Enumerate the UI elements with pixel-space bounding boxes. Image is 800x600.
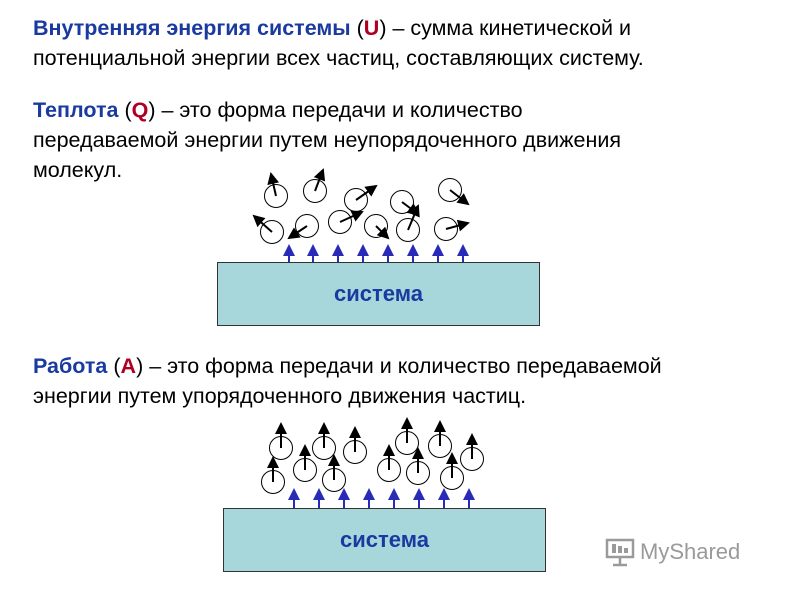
- work-system-label: система: [340, 527, 429, 552]
- heat-line2: передаваемой энергии путем неупорядоченн…: [33, 128, 621, 152]
- velocity-arrow: [445, 219, 470, 232]
- heat-line1: – это форма передачи и количество: [155, 98, 523, 122]
- velocity-arrow: [375, 225, 390, 240]
- work-system-box: система: [223, 508, 546, 572]
- heat-system-label: система: [334, 281, 423, 306]
- internal-energy-definition: Внутренняя энергия системы (U) – сумма к…: [33, 16, 644, 70]
- heat-definition: Теплота (Q) – это форма передачи и колич…: [33, 98, 621, 182]
- heat-line3: молекул.: [33, 158, 123, 182]
- velocity-arrow: [313, 168, 326, 192]
- internal-energy-line2: потенциальной энергии всех частиц, соста…: [33, 46, 644, 70]
- internal-energy-line1: – сумма кинетической и: [386, 16, 632, 40]
- internal-energy-term: Внутренняя энергия системы: [33, 16, 351, 40]
- velocity-arrow: [267, 172, 280, 197]
- velocity-arrow: [449, 189, 470, 206]
- velocity-arrow: [355, 184, 378, 201]
- velocity-arrow: [339, 210, 364, 223]
- projector-screen-icon: [605, 538, 635, 567]
- heat-term: Теплота: [33, 98, 119, 122]
- velocity-arrow: [252, 214, 273, 233]
- heat-symbol: Q: [131, 98, 149, 122]
- work-term: Работа: [33, 354, 108, 378]
- watermark-text: MyShared: [640, 539, 741, 564]
- work-symbol: А: [120, 354, 137, 378]
- work-diagram: [261, 417, 484, 513]
- internal-energy-symbol: U: [363, 16, 380, 40]
- work-line2: энергии путем упорядоченного движения ча…: [33, 384, 527, 408]
- work-line1: – это форма передачи и количество переда…: [143, 354, 662, 378]
- heat-system-box: система: [217, 262, 540, 326]
- watermark-logo: MyShared: [604, 537, 740, 567]
- velocity-arrow: [407, 204, 420, 231]
- work-definition: Работа (А) – это форма передачи и количе…: [33, 354, 662, 408]
- velocity-arrow: [287, 225, 308, 240]
- heat-diagram: [252, 168, 470, 268]
